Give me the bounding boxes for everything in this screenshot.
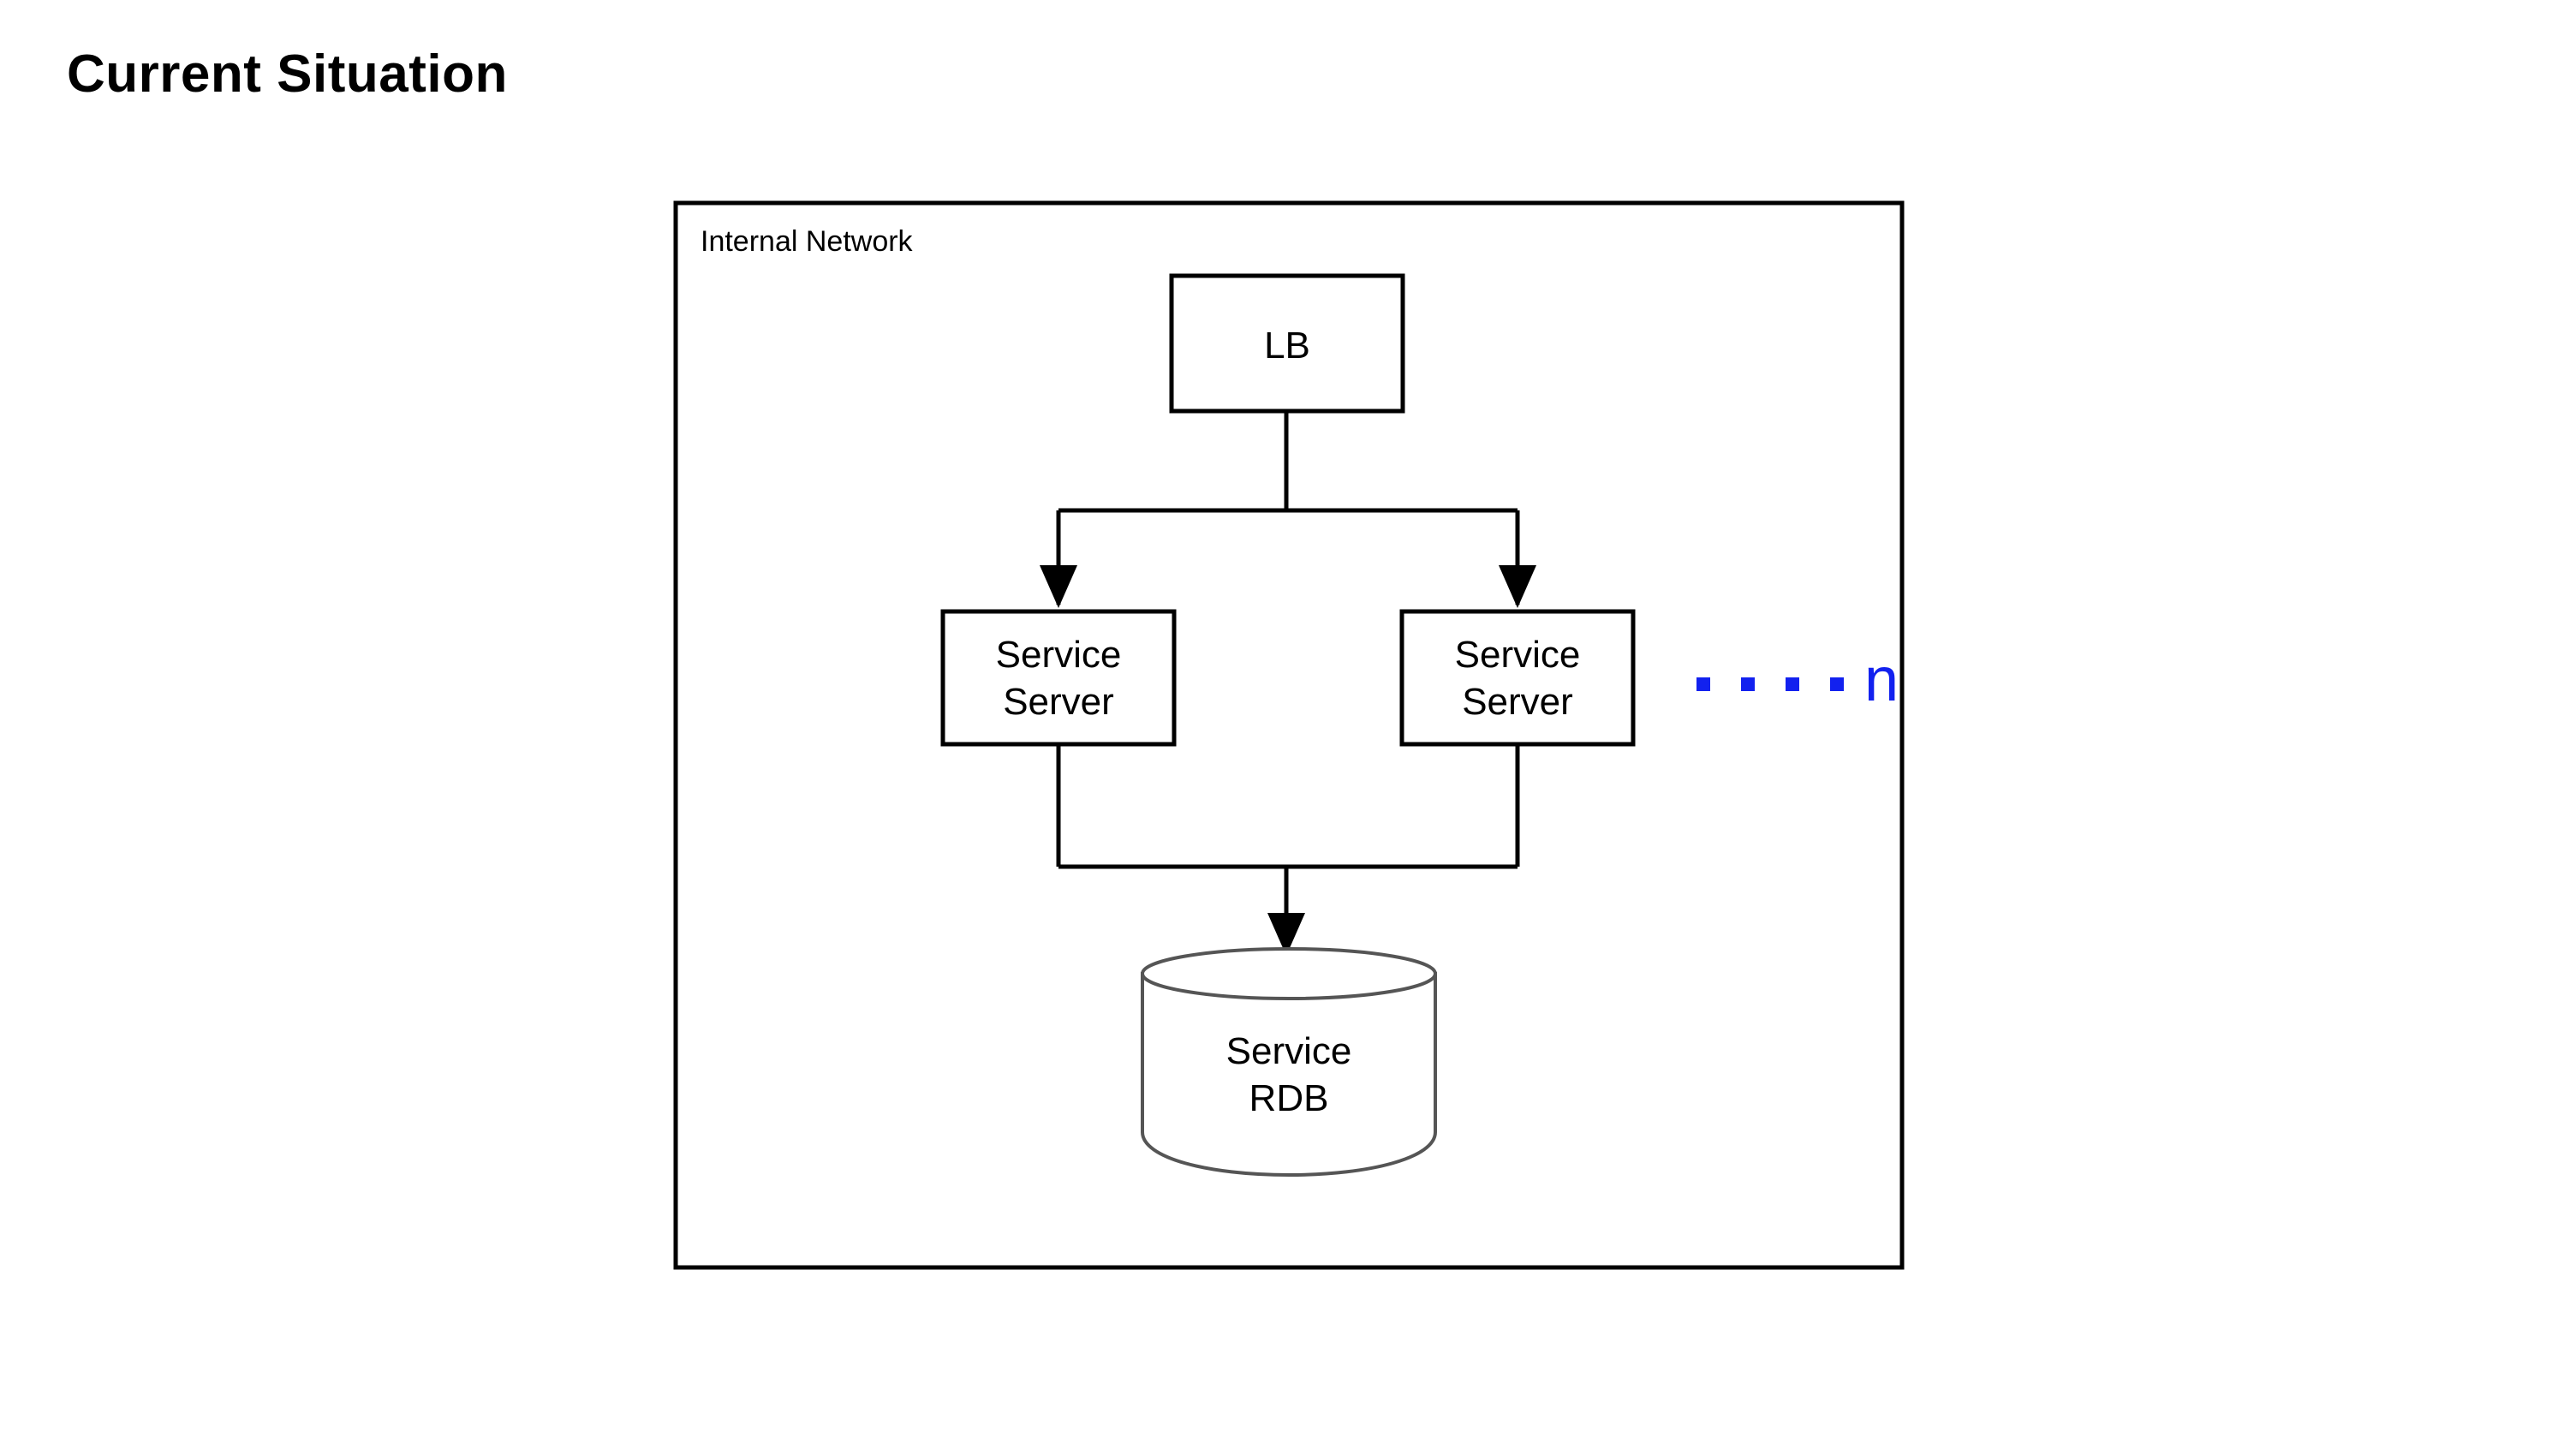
node-service-rdb-top: [1141, 947, 1437, 1000]
node-lb-box[interactable]: [1169, 273, 1405, 414]
ellipsis-dot-1: [1696, 677, 1710, 691]
node-service-server-1-label-line2: Server: [1003, 681, 1114, 723]
edge-lb-to-servers: [1040, 411, 1536, 609]
node-service-rdb-body[interactable]: [1141, 972, 1437, 1178]
scale-out-annotation: n: [1696, 646, 1899, 714]
node-service-server-2-label-line1: Service: [1455, 634, 1581, 676]
ellipsis-dot-3: [1786, 677, 1799, 691]
node-service-server-2-box[interactable]: [1399, 609, 1636, 747]
node-lb-label: LB: [1264, 325, 1310, 367]
node-lb[interactable]: LB: [1169, 273, 1405, 414]
node-service-server-2[interactable]: Service Server: [1399, 609, 1636, 747]
scale-out-count-label: n: [1864, 646, 1899, 714]
node-service-rdb-label-line1: Service: [1226, 1030, 1352, 1072]
node-service-server-1-label-line1: Service: [996, 634, 1122, 676]
internal-network-label: Internal Network: [701, 225, 914, 258]
page-title: Current Situation: [67, 45, 508, 104]
node-service-rdb[interactable]: Service RDB: [1141, 947, 1437, 1178]
node-service-rdb-label-line2: RDB: [1249, 1077, 1329, 1119]
ellipsis-dot-2: [1741, 677, 1755, 691]
ellipsis-dot-4: [1830, 677, 1844, 691]
node-service-server-1-box[interactable]: [940, 609, 1177, 747]
node-service-server-1[interactable]: Service Server: [940, 609, 1177, 747]
edge-servers-to-rdb: [1056, 743, 1520, 957]
node-service-server-2-label-line2: Server: [1462, 681, 1573, 723]
